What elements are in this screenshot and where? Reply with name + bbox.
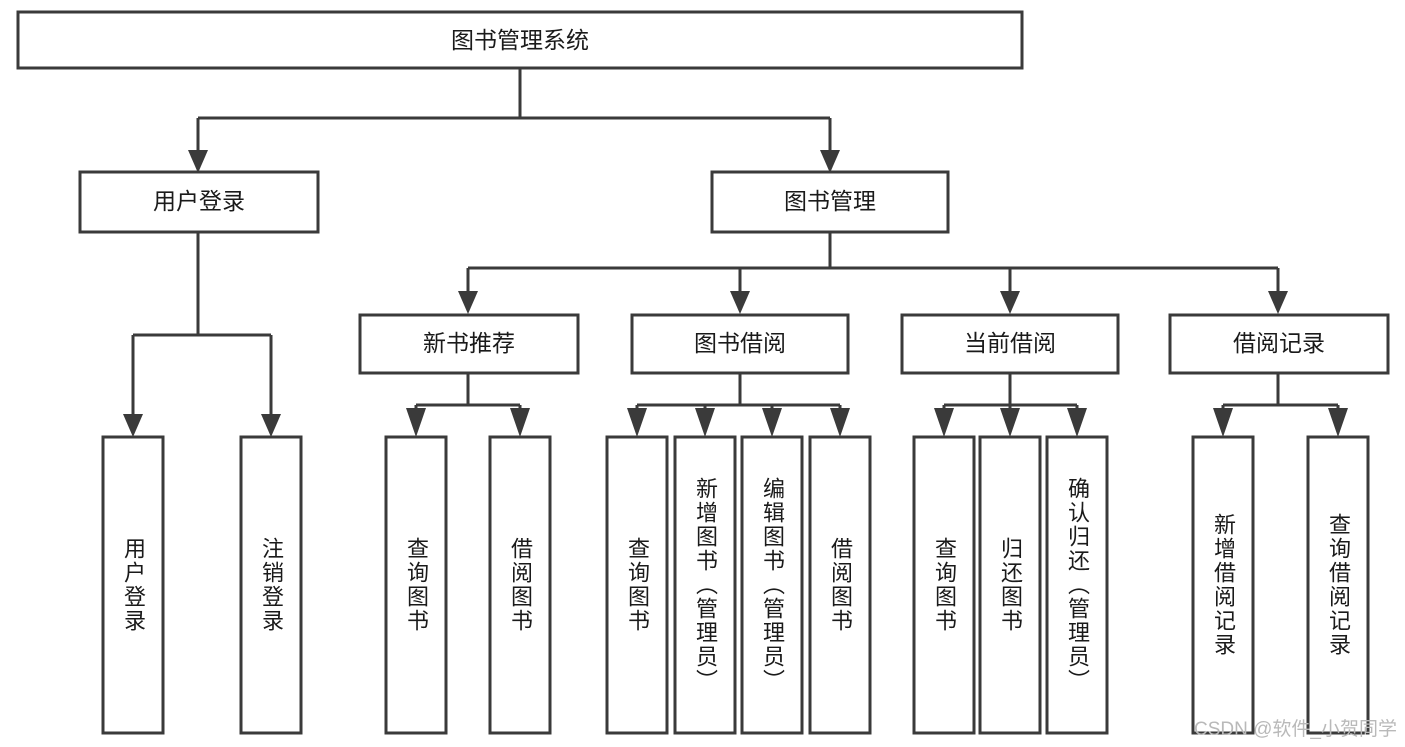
node-root-book-management-system[interactable]: [16, 10, 1024, 70]
node-leaf-newbook-query-book[interactable]: [384, 435, 448, 735]
node-leaf-bookborrow-edit-book[interactable]: [740, 435, 804, 735]
arrow-icon-userlogin-leaf-1: [123, 414, 143, 437]
arrow-icon-userlogin-leaf-2: [261, 414, 281, 437]
arrow-icon-bookmanage-to-book-borrow: [730, 291, 750, 314]
node-user-login[interactable]: [78, 170, 320, 234]
label-borrow-record: 借阅记录: [1233, 330, 1325, 356]
node-leaf-bookborrow-query-book[interactable]: [605, 435, 669, 735]
node-new-book-recommend[interactable]: [358, 313, 580, 375]
node-current-borrow[interactable]: [900, 313, 1120, 375]
arrow-icon-currentborrow-leaf-2: [1000, 408, 1020, 437]
arrow-icon-newbook-leaf-2: [510, 408, 530, 437]
node-leaf-borrowrecord-query-record[interactable]: [1306, 435, 1370, 735]
label-book-management: 图书管理: [784, 188, 876, 214]
arrow-icon-root-to-book-manage: [820, 150, 840, 173]
node-leaf-borrowrecord-add-record[interactable]: [1191, 435, 1255, 735]
node-leaf-bookborrow-add-book[interactable]: [673, 435, 737, 735]
arrow-icon-bookmanage-to-new-book: [458, 291, 478, 314]
node-leaf-bookborrow-borrow-book[interactable]: [808, 435, 872, 735]
arrow-icon-bookmanage-to-current-borrow: [1000, 291, 1020, 314]
node-box-layer: [16, 10, 1390, 735]
arrowhead-layer: [123, 150, 1348, 437]
arrow-icon-newbook-leaf-1: [406, 408, 426, 437]
node-leaf-user-login-logout[interactable]: [239, 435, 303, 735]
arrow-icon-bookborrow-leaf-2: [695, 408, 715, 437]
node-leaf-newbook-borrow-book[interactable]: [488, 435, 552, 735]
watermark-text: CSDN @软件_小贺同学: [1194, 719, 1397, 740]
arrow-icon-bookmanage-to-borrow-record: [1268, 291, 1288, 314]
node-book-borrow[interactable]: [630, 313, 850, 375]
arrow-icon-bookborrow-leaf-1: [627, 408, 647, 437]
node-leaf-currentborrow-confirm-return[interactable]: [1045, 435, 1109, 735]
label-user-login: 用户登录: [153, 188, 245, 214]
node-borrow-record[interactable]: [1168, 313, 1390, 375]
label-new-book-recommend: 新书推荐: [423, 330, 515, 356]
node-leaf-user-login-login[interactable]: [101, 435, 165, 735]
arrow-icon-borrowrecord-leaf-1: [1213, 408, 1233, 437]
label-current-borrow: 当前借阅: [964, 330, 1056, 356]
arrow-icon-bookborrow-leaf-3: [762, 408, 782, 437]
label-book-borrow: 图书借阅: [694, 330, 786, 356]
node-leaf-currentborrow-query-book[interactable]: [912, 435, 976, 735]
arrow-icon-currentborrow-leaf-1: [934, 408, 954, 437]
node-leaf-currentborrow-return-book[interactable]: [978, 435, 1042, 735]
label-root: 图书管理系统: [451, 27, 589, 53]
arrow-icon-root-to-user-login: [188, 150, 208, 173]
arrow-icon-currentborrow-leaf-3: [1067, 408, 1087, 437]
node-label-layer: 图书管理系统 用户登录 图书管理 新书推荐 图书借阅 当前借阅 借阅记录: [153, 27, 1325, 356]
node-book-management[interactable]: [710, 170, 950, 234]
arrow-icon-borrowrecord-leaf-2: [1328, 408, 1348, 437]
arrow-icon-bookborrow-leaf-4: [830, 408, 850, 437]
